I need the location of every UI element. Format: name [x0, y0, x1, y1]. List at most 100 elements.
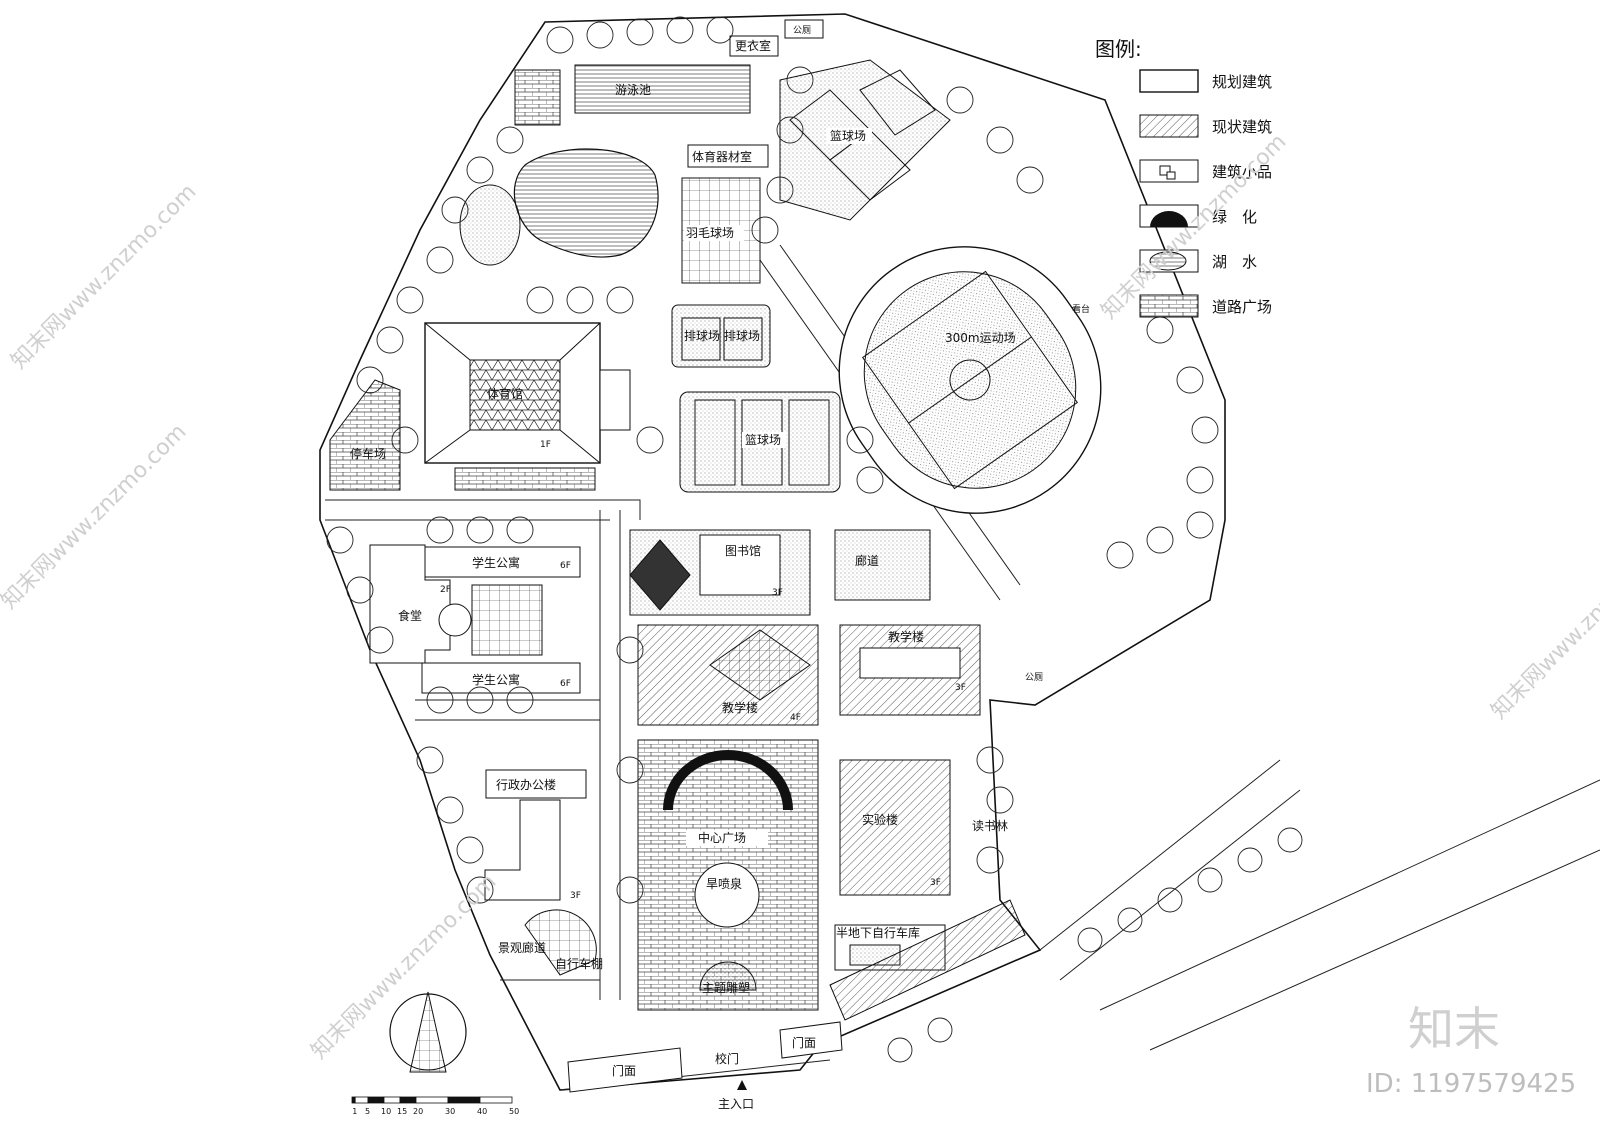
- admin-building: [485, 769, 587, 799]
- dorm-top-floor: 6F: [560, 561, 571, 571]
- teaching-right-floor: 3F: [955, 683, 966, 693]
- dorm-bottom-floor: 6F: [560, 679, 571, 689]
- canteen-label: 食堂: [398, 608, 422, 623]
- legend-swatch-planned: [1139, 69, 1199, 93]
- public-toilet-top-label: 公厕: [793, 25, 811, 36]
- gallery-label: 廊道: [855, 553, 879, 568]
- scale-bar-tick-label: 5: [365, 1107, 370, 1116]
- teaching-center-label: 教学楼: [722, 700, 758, 715]
- gate-label: 校门: [715, 1051, 739, 1066]
- legend-label-existing: 现状建筑: [1212, 118, 1272, 136]
- badminton-label: 羽毛球场: [686, 226, 734, 240]
- legend-small-building-icon: [1159, 165, 1171, 176]
- sculpture-garden: [699, 961, 757, 991]
- shopfront-left: [567, 1047, 683, 1093]
- legend-label-green: 绿 化: [1212, 208, 1257, 226]
- legend-label-small: 建筑小品: [1212, 163, 1272, 181]
- running-track: [838, 246, 1102, 514]
- sports-equipment-room: [687, 144, 769, 168]
- stand-label: 看台: [1072, 303, 1090, 315]
- public-toilet-right-label: 公厕: [1025, 672, 1043, 683]
- central-plaza-label-bg: [686, 830, 768, 846]
- scale-bar-tick-label: 30: [445, 1107, 455, 1116]
- central-plaza-arc: [663, 750, 793, 811]
- gymnasium: [424, 322, 631, 491]
- volleyball-court-2: [723, 317, 763, 361]
- legend-swatch-road: [1139, 294, 1199, 318]
- dorm-top-label: 学生公寓: [472, 555, 520, 570]
- library-floor: 3F: [772, 588, 783, 598]
- scale-bar-segment: [351, 1096, 356, 1104]
- landscape-corridor: [524, 909, 597, 976]
- changing-room: [729, 35, 779, 57]
- scale-bar-tick-label: 10: [381, 1107, 391, 1116]
- scale-bar-segment: [447, 1096, 481, 1104]
- watermark-brand: 知末: [1408, 1002, 1500, 1056]
- central-plaza-label: 中心广场: [698, 830, 746, 845]
- canteen-rotunda: [438, 603, 472, 637]
- scale-bar-tick-label: 20: [413, 1107, 423, 1116]
- lab-floor: 3F: [930, 878, 941, 888]
- bike-shed-label: 自行车棚: [555, 956, 603, 971]
- basketball-mid-label-bg: [742, 432, 786, 448]
- watermark-site-5: 知末网www.znzmo.com: [1487, 529, 1600, 724]
- teaching-right-core: [859, 647, 961, 679]
- watermark-site-2: 知末网www.znzmo.com: [0, 419, 191, 614]
- dorm-courtyard: [471, 584, 543, 656]
- canteen: [369, 544, 451, 664]
- parking-lot: [329, 379, 401, 491]
- teaching-right-label: 教学楼: [888, 629, 924, 644]
- volleyball-courts: [671, 304, 771, 368]
- tree-canopies: [326, 16, 1303, 1063]
- north-arrow-icon: [389, 991, 467, 1073]
- volleyball-court-1: [681, 317, 721, 361]
- badminton-label-bg: [684, 225, 744, 241]
- scale-bar-segment: [367, 1096, 385, 1104]
- lake-garden: [459, 184, 521, 266]
- scale-bar-segment: [479, 1096, 513, 1104]
- volleyball-label-1: 排球场: [684, 329, 720, 343]
- landscape-corridor-label: 景观廊道: [498, 940, 546, 955]
- legend-green-icon: [1150, 211, 1188, 227]
- scale-bar-segment: [415, 1096, 449, 1104]
- shopfront-right-label: 门面: [792, 1035, 816, 1050]
- legend-small-building-icon-b: [1166, 171, 1176, 180]
- scale-bar-tick-label: 15: [397, 1107, 407, 1116]
- legend-label-road: 道路广场: [1212, 298, 1272, 316]
- watermark-site-3: 知末网www.znzmo.com: [307, 869, 502, 1064]
- shopfront-right: [779, 1021, 843, 1059]
- scale-bar-segment: [354, 1096, 369, 1104]
- swimming-pool-label: 游泳池: [615, 83, 651, 97]
- entrance-arrow-icon: [737, 1080, 747, 1090]
- scale-bar-tick-label: 50: [509, 1107, 519, 1116]
- lake: [513, 148, 659, 258]
- admin-label: 行政办公楼: [496, 777, 556, 792]
- admin-floor: 3F: [570, 891, 581, 901]
- gallery-courtyard: [834, 529, 931, 601]
- pool-side-plaza: [514, 69, 561, 126]
- library-label: 图书馆: [725, 543, 761, 558]
- parking-label: 停车场: [350, 446, 386, 461]
- fountain-label: 旱喷泉: [706, 877, 742, 891]
- legend: 图例: 规划建筑 现状建筑 建筑小品 绿 化 湖 水 道路广场: [1095, 37, 1272, 318]
- gymnasium-label: 体育馆: [487, 386, 523, 401]
- fountain: [694, 862, 760, 928]
- scale-bar-tick-label: 40: [477, 1107, 487, 1116]
- dorm-top: [421, 546, 581, 578]
- library-diamond-garden: [629, 539, 691, 611]
- swimming-pool: [574, 64, 751, 114]
- library: [699, 534, 781, 596]
- admin-wing: [484, 799, 561, 901]
- teaching-center-floor: 4F: [790, 713, 801, 723]
- volleyball-label-2: 排球场: [724, 329, 760, 343]
- legend-swatch-existing: [1139, 114, 1199, 138]
- watermark-site-1: 知末网www.znzmo.com: [7, 179, 202, 374]
- sports-equipment-label: 体育器材室: [692, 149, 752, 164]
- scale-bar-segment: [399, 1096, 417, 1104]
- lab-building: [839, 759, 951, 896]
- basketball-top-label: 篮球场: [830, 128, 866, 143]
- dorm-bottom: [421, 662, 581, 694]
- basketball-top-label-bg: [826, 128, 872, 144]
